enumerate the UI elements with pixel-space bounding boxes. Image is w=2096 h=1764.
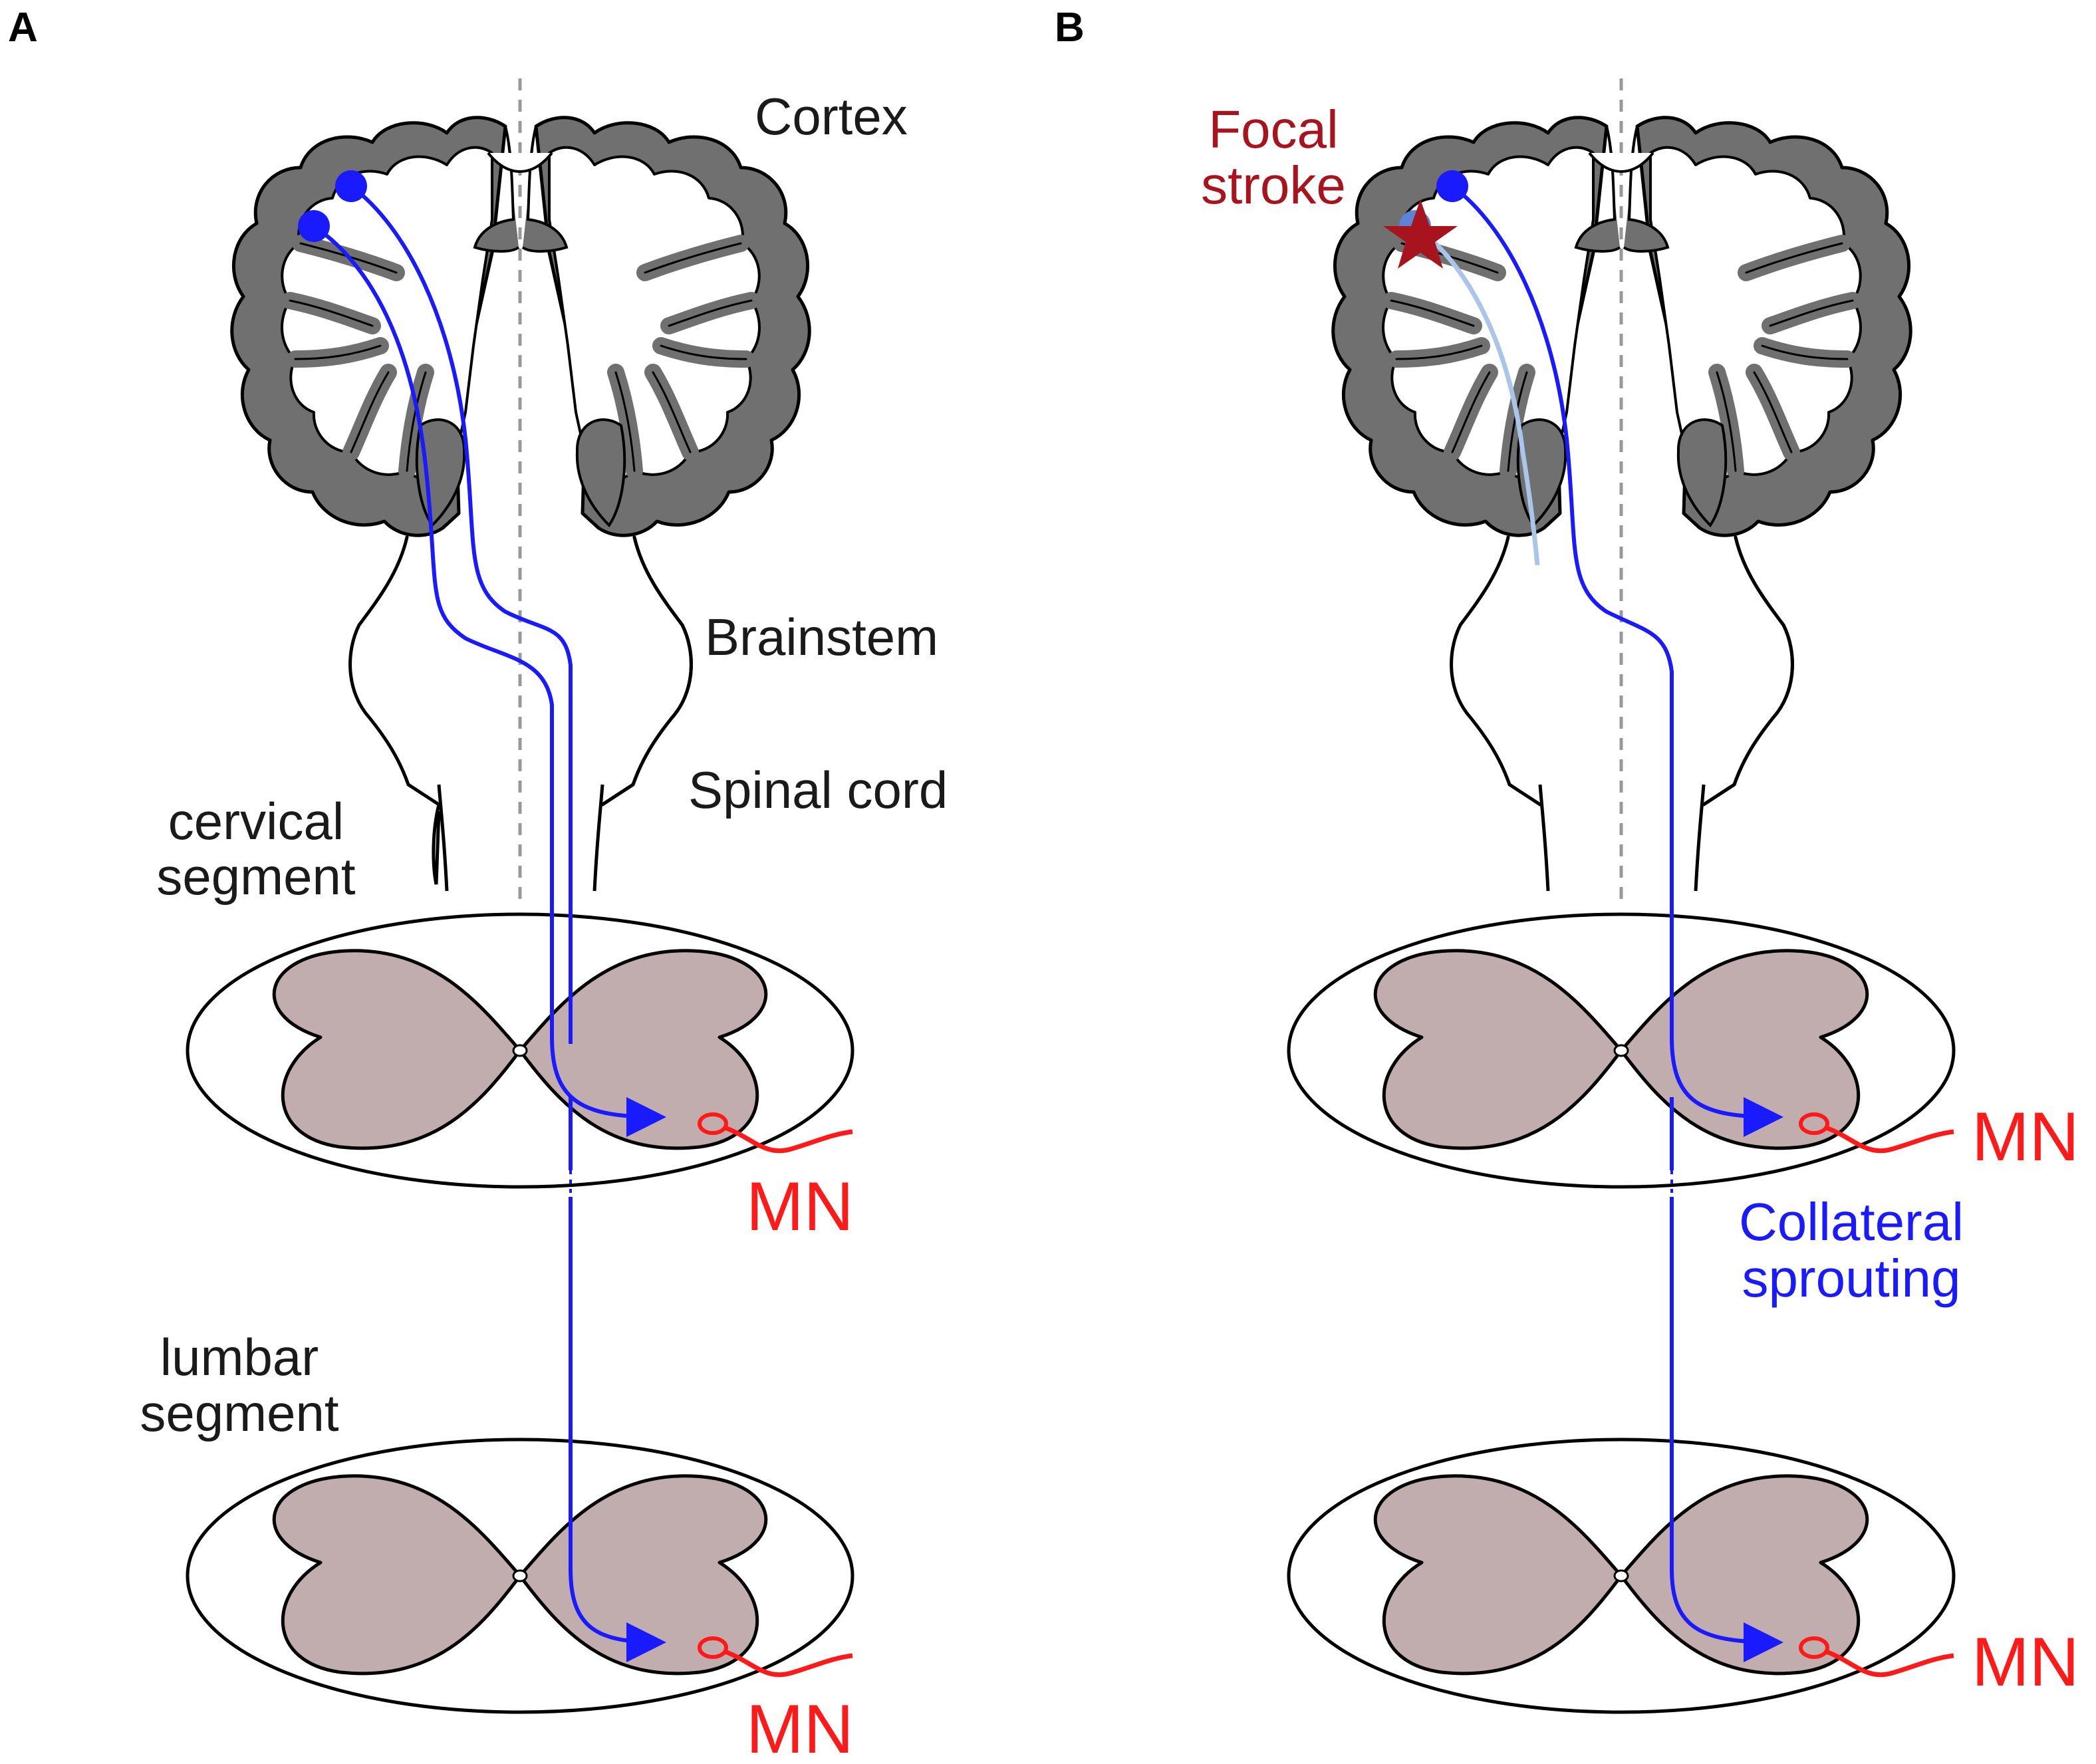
panel-a-tract-medial	[350, 184, 573, 1044]
cervical-label-line2: segment	[156, 847, 355, 906]
panel-a-label: A	[8, 5, 38, 51]
panel-a-cervical-section	[188, 914, 852, 1187]
panel-a-brain	[232, 78, 809, 904]
panel-b-mn-lumbar-label: MN	[1972, 1624, 2079, 1701]
cortex-label: Cortex	[755, 87, 908, 146]
collateral-sprouting-label-line2: sprouting	[1742, 1249, 1960, 1308]
panel-b-label: B	[1055, 5, 1085, 51]
panel-a-neuron-soma-1	[298, 210, 330, 242]
panel-b-tract-descending	[1670, 1097, 1775, 1642]
spinal-cord-label: Spinal cord	[688, 761, 948, 819]
panel-b-lumbar-section	[1289, 1440, 1954, 1712]
cervical-label-line1: cervical	[168, 792, 344, 850]
panel-b-brain	[1333, 78, 1910, 904]
panel-a: A	[8, 5, 948, 1764]
focal-stroke-label-line1: Focal	[1208, 100, 1339, 159]
panel-b-tract-lesioned	[1413, 224, 1540, 566]
panel-a-mn-lumbar-label: MN	[746, 1691, 854, 1764]
panel-a-lumbar-section	[188, 1440, 852, 1712]
lumbar-label-line2: segment	[140, 1384, 338, 1442]
stroke-star-icon	[1383, 199, 1458, 269]
panel-a-tract-descending	[569, 1097, 658, 1642]
panel-b-motor-neuron-cervical	[1799, 1112, 1954, 1154]
panel-b-mn-cervical-label: MN	[1972, 1098, 2079, 1176]
panel-b-tract-spared	[1451, 184, 1783, 1137]
lumbar-label-line1: lumbar	[160, 1328, 319, 1386]
panel-a-neuron-soma-2	[335, 170, 367, 202]
panel-b-motor-neuron-lumbar	[1799, 1636, 1954, 1678]
brainstem-label: Brainstem	[705, 608, 938, 666]
panel-a-motor-neuron-lumbar	[698, 1636, 853, 1678]
panel-b-neuron-soma	[1436, 170, 1468, 202]
panel-a-motor-neuron-cervical	[698, 1112, 853, 1154]
panel-b-cervical-section	[1289, 914, 1954, 1187]
panel-a-tract-lateral	[313, 224, 666, 1137]
panel-b: B	[1055, 5, 2079, 1712]
panel-a-mn-cervical-label: MN	[746, 1168, 854, 1245]
focal-stroke-label-line2: stroke	[1201, 156, 1346, 215]
collateral-sprouting-label-line1: Collateral	[1739, 1192, 1964, 1251]
